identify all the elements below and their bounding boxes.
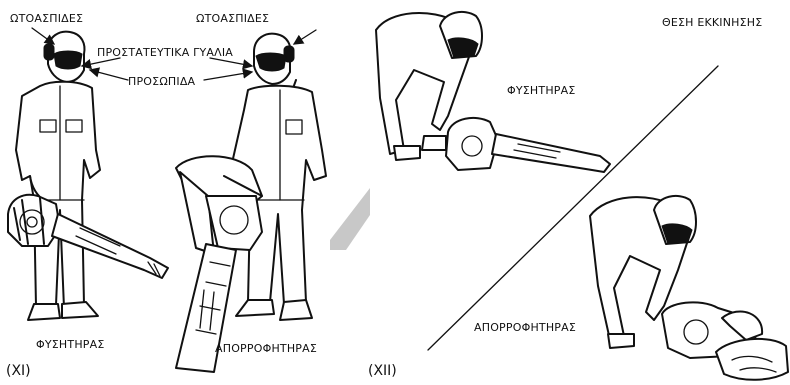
label-earmuffs-left: ΩΤΟΑΣΠΙΔΕΣ [10, 12, 83, 25]
worker-with-vacuum [176, 34, 326, 372]
figure-label-xi: (XI) [6, 363, 31, 379]
label-face-shield: ΠΡΟΣΩΠΙΔΑ [128, 75, 195, 88]
label-earmuffs-right: ΩΤΟΑΣΠΙΔΕΣ [196, 12, 269, 25]
bending-worker-vacuum [590, 196, 788, 380]
figure-label-xii: (XII) [368, 363, 397, 379]
label-start-position: ΘΕΣΗ ΕΚΚΙΝΗΣΗΣ [662, 16, 762, 29]
label-goggles: ΠΡΟΣΤΑΤΕΥΤΙΚΑ ΓΥΑΛΙΑ [97, 46, 233, 59]
label-vacuum-right: ΑΠΟΡΡΟΦΗΤΗΡΑΣ [474, 321, 576, 334]
label-vacuum-left: ΑΠΟΡΡΟΦΗΤΗΡΑΣ [215, 342, 317, 355]
label-blower-right: ΦΥΣΗΤΗΡΑΣ [507, 84, 576, 97]
label-blower-left: ΦΥΣΗΤΗΡΑΣ [36, 338, 105, 351]
panel-divider-shape [330, 188, 370, 250]
